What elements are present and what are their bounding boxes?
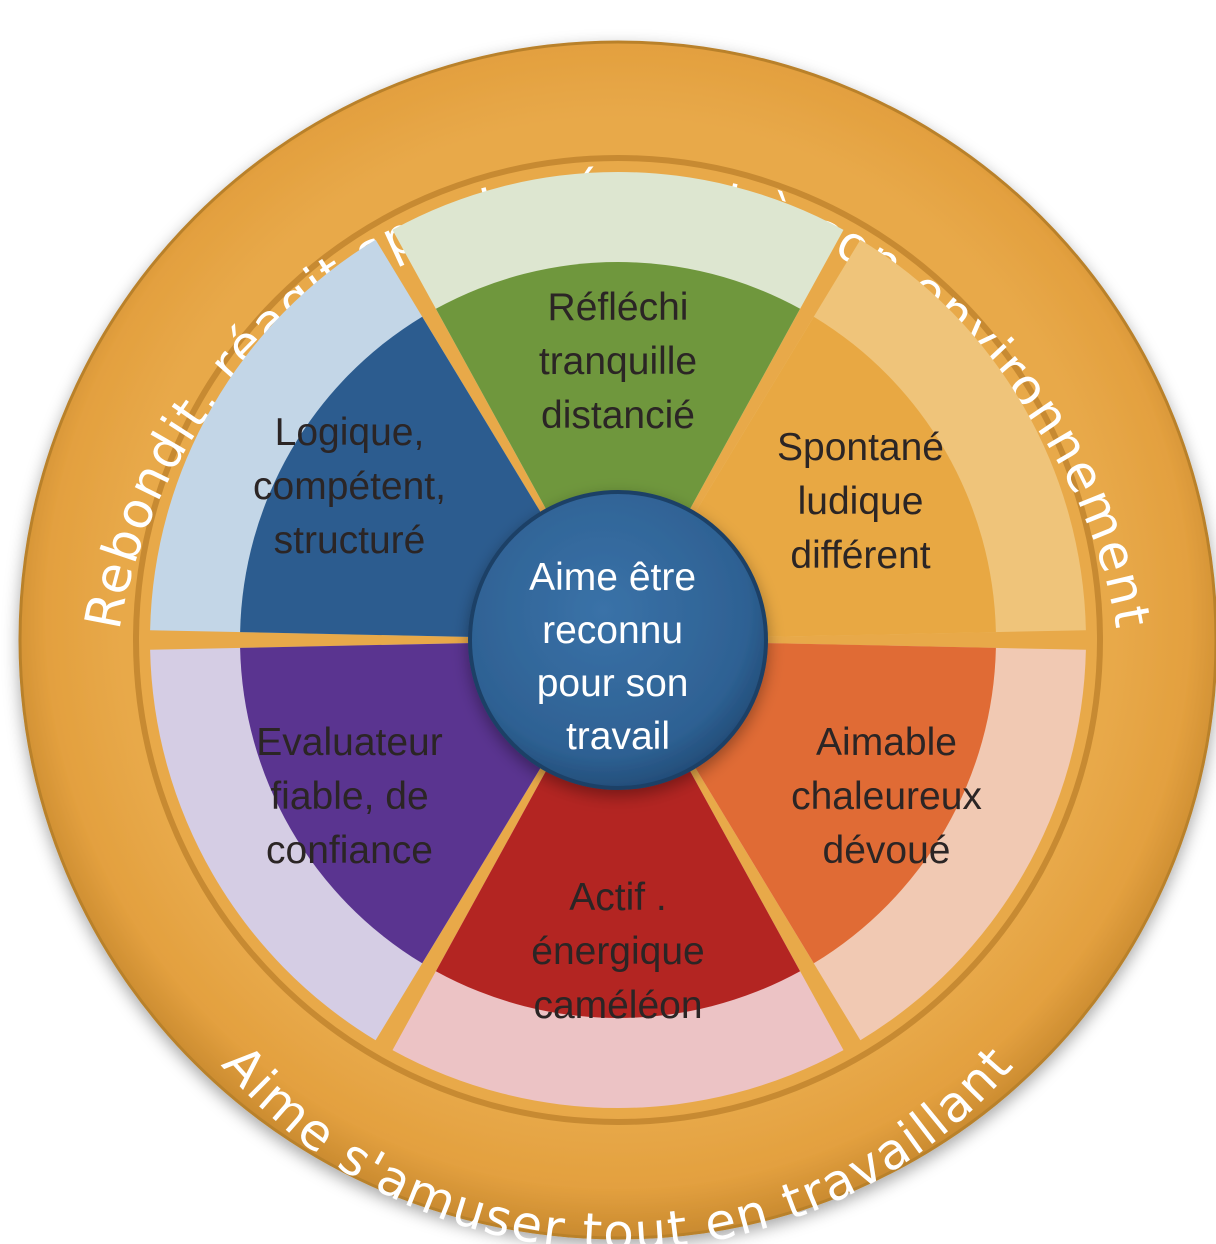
segment-label: Logique, compétent, structuré (253, 411, 446, 562)
segment-label-line: confiance (266, 829, 433, 872)
segment-label-line: tranquille (539, 340, 697, 383)
center-line: Aime être (529, 556, 696, 599)
center-line: reconnu (542, 609, 683, 652)
segment-label-line: Logique, (275, 411, 425, 454)
segment-label-line: Evaluateur (256, 721, 442, 764)
segment-label-line: caméléon (533, 984, 702, 1027)
segment-label-line: fiable, de (270, 775, 428, 818)
segment-label-line: chaleureux (791, 775, 982, 818)
center-line: pour son (537, 662, 689, 705)
segment-label-line: dévoué (823, 829, 951, 872)
segment-label: Evaluateur fiable, de confiance (256, 721, 442, 872)
segment-label-line: Spontané (777, 426, 944, 469)
segment-reflechi: Réfléchi tranquille distancié (392, 171, 844, 640)
segment-inner-wedge (435, 640, 801, 1018)
center-line: travail (566, 715, 670, 758)
segment-label-line: ludique (798, 480, 924, 523)
segment-actif: Actif . énergique caméléon (392, 640, 844, 1109)
segment-label: Spontané ludique différent (777, 426, 944, 577)
outer-ring-inner-edge (133, 155, 1103, 1125)
center-circle (468, 490, 768, 790)
segment-label: Réfléchi tranquille distancié (539, 286, 697, 437)
segment-inner-wedge (435, 262, 801, 640)
center-text: Aime être reconnu pour son travail (529, 556, 707, 758)
segment-label-line: structuré (274, 519, 426, 562)
segment-label-line: compétent, (253, 465, 446, 508)
segment-label-line: différent (790, 534, 930, 577)
segment-label-line: Actif . (569, 876, 667, 919)
segment-label-line: Aimable (816, 721, 957, 764)
segment-label-line: Réfléchi (548, 286, 689, 329)
segment-label-line: énergique (531, 930, 704, 973)
segment-label-line: distancié (541, 394, 695, 437)
segment-label: Actif . énergique caméléon (531, 876, 704, 1027)
segment-label: Aimable chaleureux dévoué (791, 721, 982, 872)
